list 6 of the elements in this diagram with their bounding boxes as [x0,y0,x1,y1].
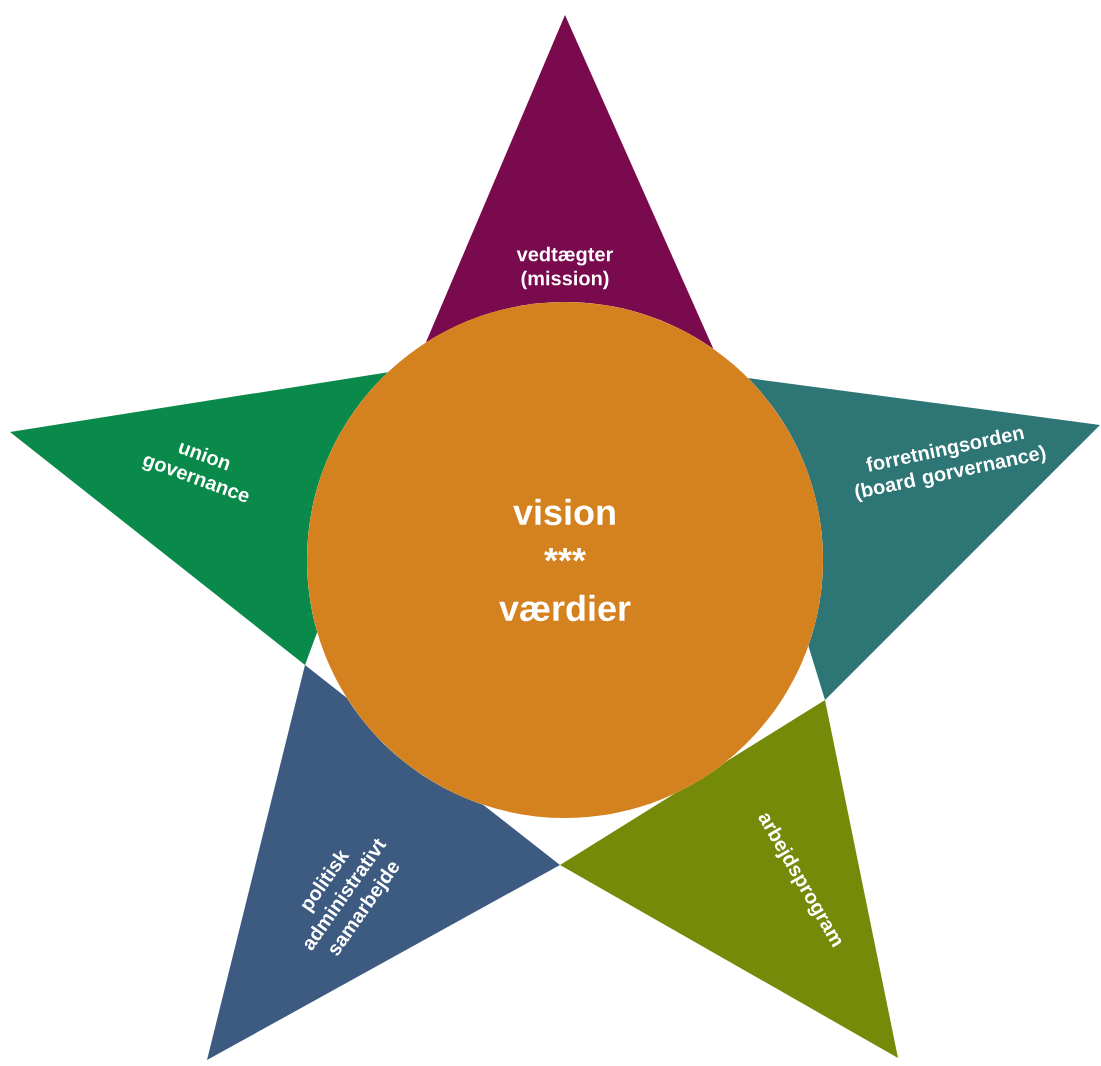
star-point [10,372,389,665]
star-point [425,15,714,349]
point-label: vedtægter (mission) [516,246,614,290]
star-point [207,665,560,1060]
star-point [747,378,1100,700]
star-point [560,700,898,1058]
